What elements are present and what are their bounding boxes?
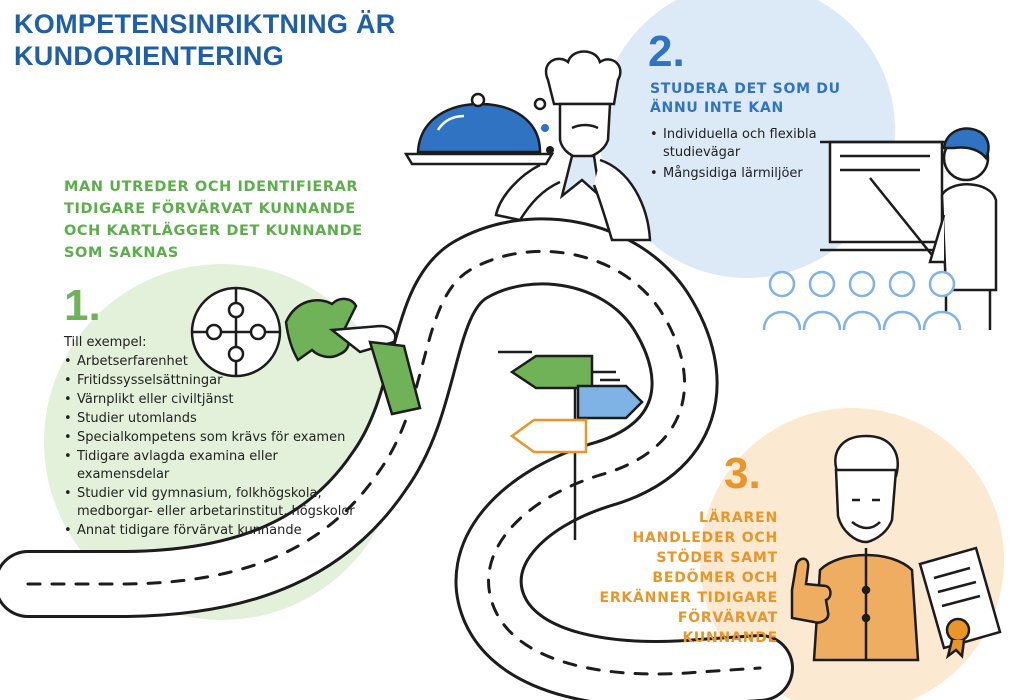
puzzle-icon (190, 286, 422, 416)
step3-heading-line: KUNNANDE (682, 630, 778, 646)
list-item: Arbetserfarenhet (64, 353, 374, 371)
list-item: Specialkompetens som krävs för examen (64, 429, 374, 447)
step3-heading-line: LÄRAREN (698, 510, 778, 526)
chef-icon (494, 50, 652, 242)
step3-heading-line: HANDLEDER OCH (632, 530, 778, 546)
step2-list: Individuella och flexibla studievägar Må… (650, 126, 855, 186)
title-line-1: KOMPETENSINRIKTNING ÄR (14, 9, 396, 39)
title-line-2: KUNDORIENTERING (14, 41, 285, 71)
list-item: Annat tidigare förvärvat kunnande (64, 522, 374, 540)
cloche-icon (403, 92, 555, 166)
step3-heading-line: FÖRVÄRVAT (677, 610, 778, 626)
orange-circle (700, 408, 1004, 700)
step3-heading-line: STÖDER SAMT (656, 550, 778, 566)
audience-icon (762, 270, 962, 331)
step1-heading: MAN UTREDER OCH IDENTIFIERAR TIDIGARE FÖ… (64, 179, 363, 261)
list-item: Individuella och flexibla studievägar (650, 126, 855, 162)
step3-heading: LÄRAREN HANDLEDER OCH STÖDER SAMT BEDÖME… (598, 508, 778, 648)
list-item: Tidigare avlagda examina eller examensde… (64, 448, 374, 484)
step1-number: 1. (64, 281, 101, 330)
page-title: KOMPETENSINRIKTNING ÄR KUNDORIENTERING (14, 8, 434, 72)
list-item: Studier vid gymnasium, folkhögskola, med… (64, 485, 374, 521)
step3-heading-line: BEDÖMER OCH (652, 570, 778, 586)
list-item: Mångsidiga lärmiljöer (650, 165, 855, 183)
step2-number: 2. (648, 27, 685, 76)
certificate-teacher (812, 434, 920, 662)
list-item: Värnplikt eller civiltjänst (64, 391, 374, 409)
list-item: Studier utomlands (64, 410, 374, 428)
step1-list: Arbetserfarenhet Fritidssysselsättningar… (64, 353, 374, 541)
list-item: Fritidssysselsättningar (64, 372, 374, 390)
certificate-icon (918, 546, 1002, 660)
step3-heading-line: ERKÄNNER TIDIGARE (599, 590, 778, 606)
step2-heading: STUDERA DET SOM DU ÄNNU INTE KAN (650, 81, 841, 116)
step1-intro: Till exempel: (64, 335, 147, 350)
signpost-icon (498, 350, 644, 540)
step3-number: 3. (724, 449, 761, 498)
thumbs-up-icon (790, 557, 832, 624)
